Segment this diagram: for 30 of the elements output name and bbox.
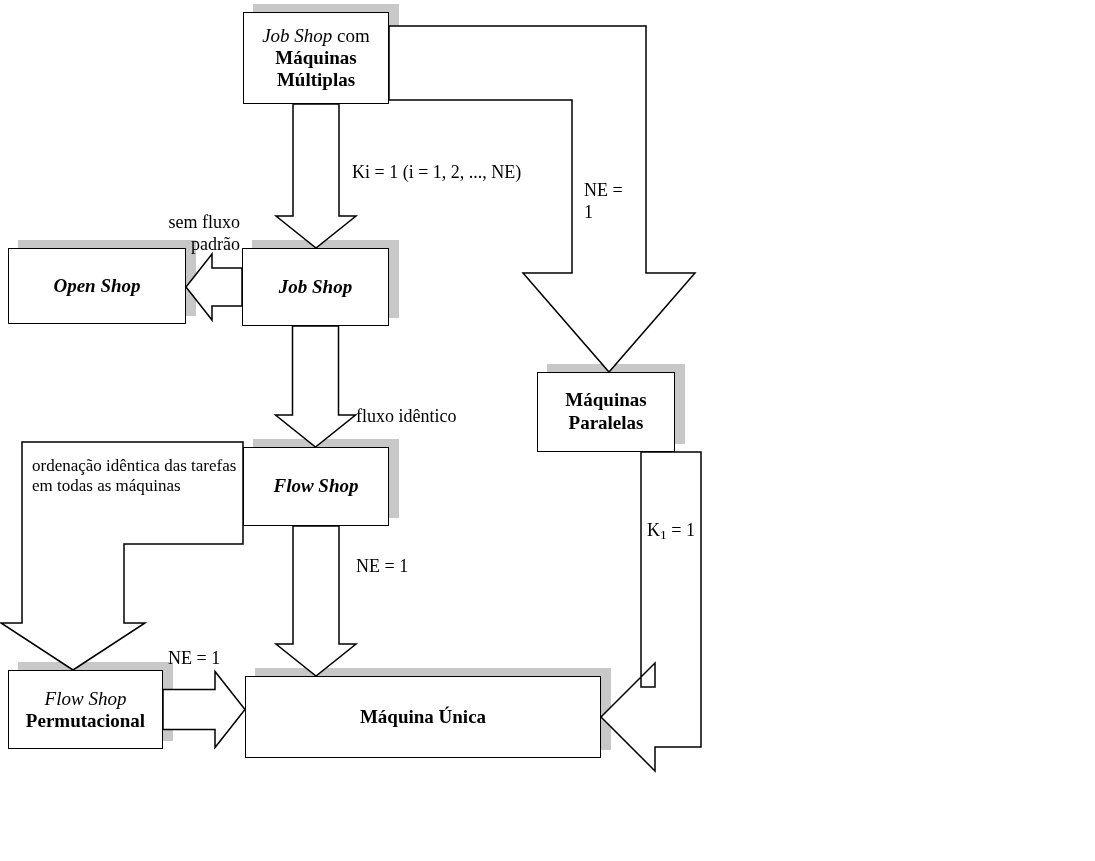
node-text: Job Shop [278,275,353,299]
edge-label: ordenação idêntica das tarefas em todas as máquinas [32,456,237,497]
edge-label: NE = 1 [356,556,410,578]
edge-label: NE = 1 [168,648,222,670]
node-text: Flow Shop Permutacional [24,687,147,732]
edge-label: fluxo idêntico [356,406,458,428]
process-box [243,447,389,526]
edge-label: Ki = 1 (i = 1, 2, ..., NE) [352,162,523,184]
process-box [8,248,186,324]
block-arrow [273,103,359,249]
node-text: Máquinas Paralelas [564,389,648,435]
block-arrow [185,251,243,323]
process-box [245,676,601,758]
edge-label: sem fluxo padrão [167,212,240,256]
block-arrow [273,325,358,448]
process-box [243,12,389,104]
edge-label: NE = 1 [584,180,624,224]
block-arrow [162,669,246,750]
block-arrow [599,451,702,773]
node-text: Máquina Única [359,705,487,729]
node-text: Flow Shop [273,475,359,498]
process-box [242,248,389,326]
block-arrow [273,525,359,677]
block-arrow [0,441,244,671]
node-text: Open Shop [53,274,141,298]
edge-label: K$_{1}$ = 1 [647,520,696,542]
process-box [537,372,675,452]
node-text: Job Shop com Máquinas Múltiplas [261,25,371,91]
process-box [8,670,163,749]
block-arrow [388,25,697,374]
